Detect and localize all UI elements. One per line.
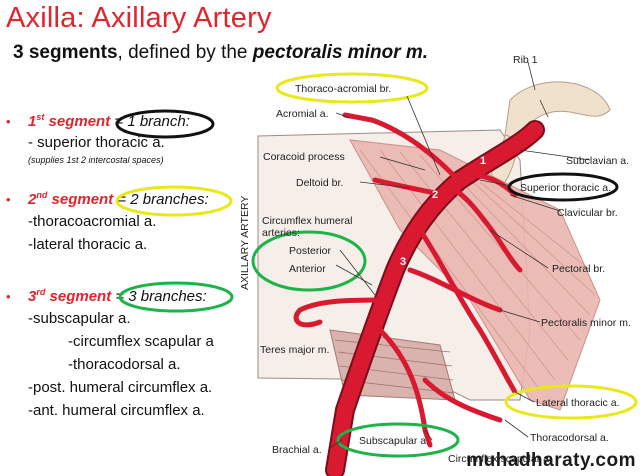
segment-3-branch-1: -subscapular a.	[28, 310, 131, 327]
segment-1-note: (supplies 1st 2 intercostal spaces)	[28, 155, 164, 165]
segment-3-marker: 3	[400, 256, 406, 268]
segment-1-marker: 1	[480, 155, 486, 167]
segment-2-name: 2nd segment	[28, 190, 114, 208]
label-circumflex-scapular: Circumflex scapular a.	[448, 453, 552, 465]
segment-3-branch-4: -post. humeral circumflex a.	[28, 379, 213, 396]
ring-thoracoacromial	[275, 72, 429, 104]
segment-3-branch-2: -circumflex scapular a	[68, 333, 214, 350]
label-deltoid: Deltoid br.	[296, 177, 343, 189]
label-coracoid: Coracoid process	[263, 151, 345, 163]
artery-branches	[293, 112, 523, 448]
segment-1-branch-1: - superior thoracic a.	[28, 134, 165, 151]
axillary-artery	[327, 122, 543, 476]
segment-2-marker: 2	[432, 189, 438, 201]
label-acromial: Acromial a.	[276, 108, 329, 120]
segment-2-rule: = 2 branches:	[117, 191, 209, 208]
segment-1-name: 1st segment	[28, 112, 111, 130]
label-superior-thoracic: Superior thoracic a.	[520, 182, 611, 194]
watermark: muhadharaty.com	[466, 450, 636, 471]
segment-1: • 1st segment = 1 branch:	[6, 112, 190, 130]
leader-lines	[329, 61, 591, 449]
label-posterior: Posterior	[289, 245, 332, 257]
segment-2: • 2nd segment = 2 branches:	[6, 190, 209, 208]
label-clavicular: Clavicular br.	[557, 207, 618, 219]
label-lateral-thoracic: Lateral thoracic a.	[536, 397, 619, 409]
label-subscapular: Subscapular a.	[359, 435, 429, 447]
slide-subtitle: 3 segments, defined by the pectoralis mi…	[13, 42, 428, 64]
ring-superior-thoracic	[507, 172, 619, 202]
label-teres-major: Teres major m.	[260, 344, 329, 356]
slide-title: Axilla: Axillary Artery	[6, 2, 272, 34]
bullet-icon: •	[6, 192, 11, 207]
ring-circumflex-humeral	[251, 230, 367, 292]
label-rib1: Rib 1	[513, 54, 538, 66]
label-anterior: Anterior	[289, 263, 326, 275]
ring-lateral-thoracic	[504, 384, 638, 420]
bullet-icon: •	[6, 289, 11, 304]
label-thoracoacromial: Thoraco-acromial br.	[295, 83, 391, 95]
bullet-icon: •	[6, 114, 11, 129]
segment-1-rule: = 1 branch:	[114, 113, 190, 130]
segment-2-branch-1: -thoracoacromial a.	[28, 213, 157, 230]
label-pectoralis-minor: Pectoralis minor m.	[541, 317, 631, 329]
label-circumflex-humeral: Circumflex humeral	[262, 215, 352, 227]
segment-3-rule: = 3 branches:	[115, 288, 207, 305]
label-pectoral: Pectoral br.	[552, 263, 605, 275]
segment-3: • 3rd segment = 3 branches:	[6, 287, 207, 305]
label-thoracodorsal: Thoracodorsal a.	[530, 432, 609, 444]
segment-2-branch-2: -lateral thoracic a.	[28, 236, 148, 253]
segment-3-branch-5: -ant. humeral circumflex a.	[28, 402, 205, 419]
label-arteries: arteries:	[262, 227, 300, 239]
segment-count: 3 segments	[13, 42, 118, 63]
segment-3-branch-3: -thoracodorsal a.	[68, 356, 181, 373]
subtitle-middle: , defined by the	[117, 42, 253, 63]
segment-3-name: 3rd segment	[28, 287, 112, 305]
label-subclavian: Subclavian a.	[566, 155, 629, 167]
axillary-artery-vertical-label: AXILLARY ARTERY	[239, 196, 251, 290]
label-brachial: Brachial a.	[272, 444, 322, 456]
ring-subscapular	[336, 422, 460, 458]
muscle-name: pectoralis minor m.	[252, 42, 429, 63]
